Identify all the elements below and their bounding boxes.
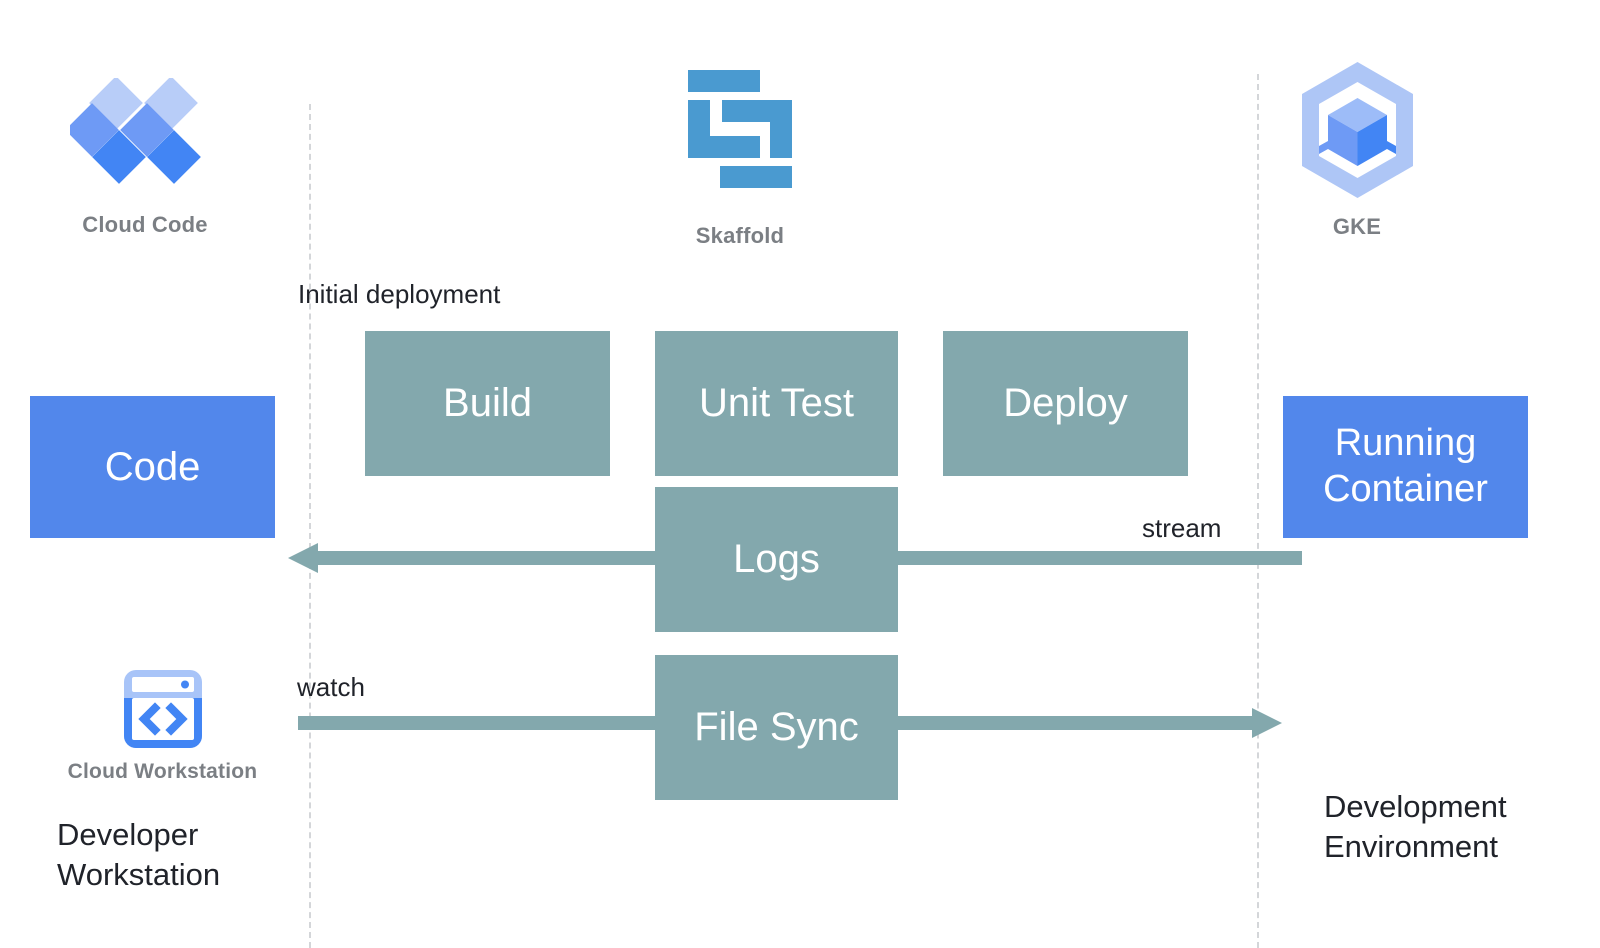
logo-caption-skaffold: Skaffold: [695, 223, 785, 248]
gke-hexagon-cube-icon: [1301, 62, 1413, 198]
logo-caption-cloud-code: Cloud Code: [82, 212, 208, 237]
logo-caption-gke: GKE: [1332, 214, 1382, 239]
annotation-stream: stream: [1142, 513, 1222, 543]
logo-block-gke: GKE: [1232, 60, 1482, 240]
endpoint-box-code[interactable]: Code: [30, 396, 275, 538]
boundary-line-right: [1257, 74, 1259, 948]
environment-caption-developer-workstation: Developer Workstation: [57, 817, 221, 892]
stage-box-unit-test[interactable]: Unit Test: [655, 331, 898, 476]
logo-block-cloud-code: Cloud Code: [20, 78, 270, 238]
stage-box-build[interactable]: Build: [365, 331, 610, 476]
annotation-initial-deployment: Initial deployment: [298, 279, 501, 309]
endpoint-box-running-container[interactable]: Running Container: [1283, 396, 1528, 538]
logo-caption-cloud-workstation: Cloud Workstation: [67, 760, 258, 783]
logo-block-skaffold: Skaffold: [615, 68, 865, 249]
boundary-line-left: [309, 104, 311, 948]
cloud-code-diamonds-icon: [70, 78, 201, 184]
stage-box-file-sync[interactable]: File Sync: [655, 655, 898, 800]
stage-box-deploy[interactable]: Deploy: [943, 331, 1188, 476]
environment-caption-development-environment: Development Environment: [1324, 789, 1507, 864]
skaffold-logo-icon: [688, 70, 792, 188]
cloud-workstation-code-window-icon: [123, 670, 202, 748]
stage-box-logs[interactable]: Logs: [655, 487, 898, 632]
annotation-watch: watch: [297, 672, 365, 702]
logo-block-cloud-workstation: Cloud Workstation: [40, 668, 285, 784]
